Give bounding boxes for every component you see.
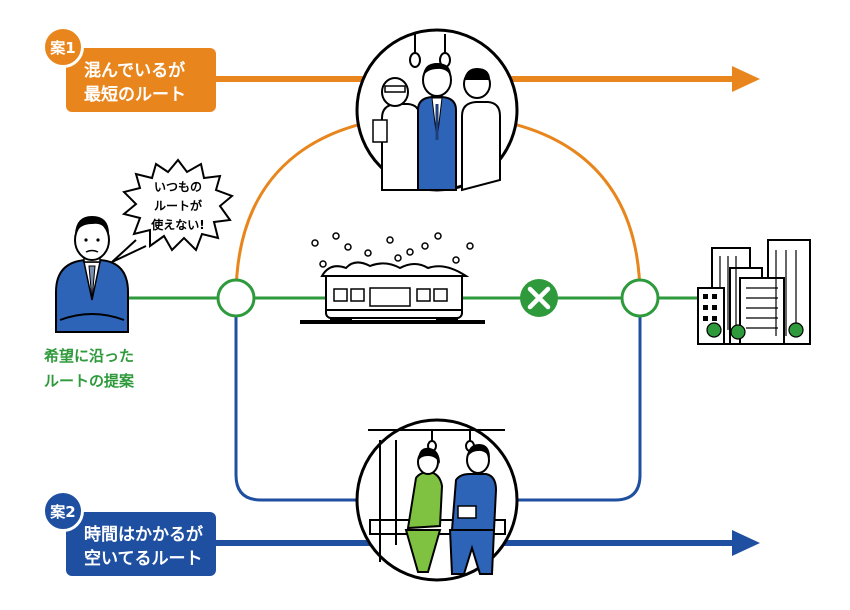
plan1-badge-label: 案1 [50, 38, 76, 57]
city-buildings-icon [697, 239, 811, 345]
plan2-badge-label: 案2 [50, 502, 76, 521]
crowded-train-icon [355, 28, 519, 192]
businessman-icon [55, 216, 129, 333]
plan1-text: 混んでいるが 最短のルート [84, 61, 186, 105]
snowy-train-icon [300, 232, 485, 324]
plan1-badge: 案1 [42, 26, 84, 68]
station-left [216, 278, 256, 318]
plan2-badge: 案2 [42, 490, 84, 532]
station-right [620, 278, 660, 318]
plan2-box: 時間はかかるが 空いてるルート [66, 512, 216, 576]
blocked-x-icon [520, 279, 558, 317]
plan2-text: 時間はかかるが 空いてるルート [84, 525, 203, 569]
speech-bubble-text: いつもの ルートが 使えない! [151, 180, 205, 232]
proposal-label: 希望に沿った ルートの提案 [44, 347, 135, 390]
speech-bubble [121, 158, 234, 252]
empty-train-icon [355, 418, 519, 582]
plan1-box: 混んでいるが 最短のルート [66, 48, 216, 112]
